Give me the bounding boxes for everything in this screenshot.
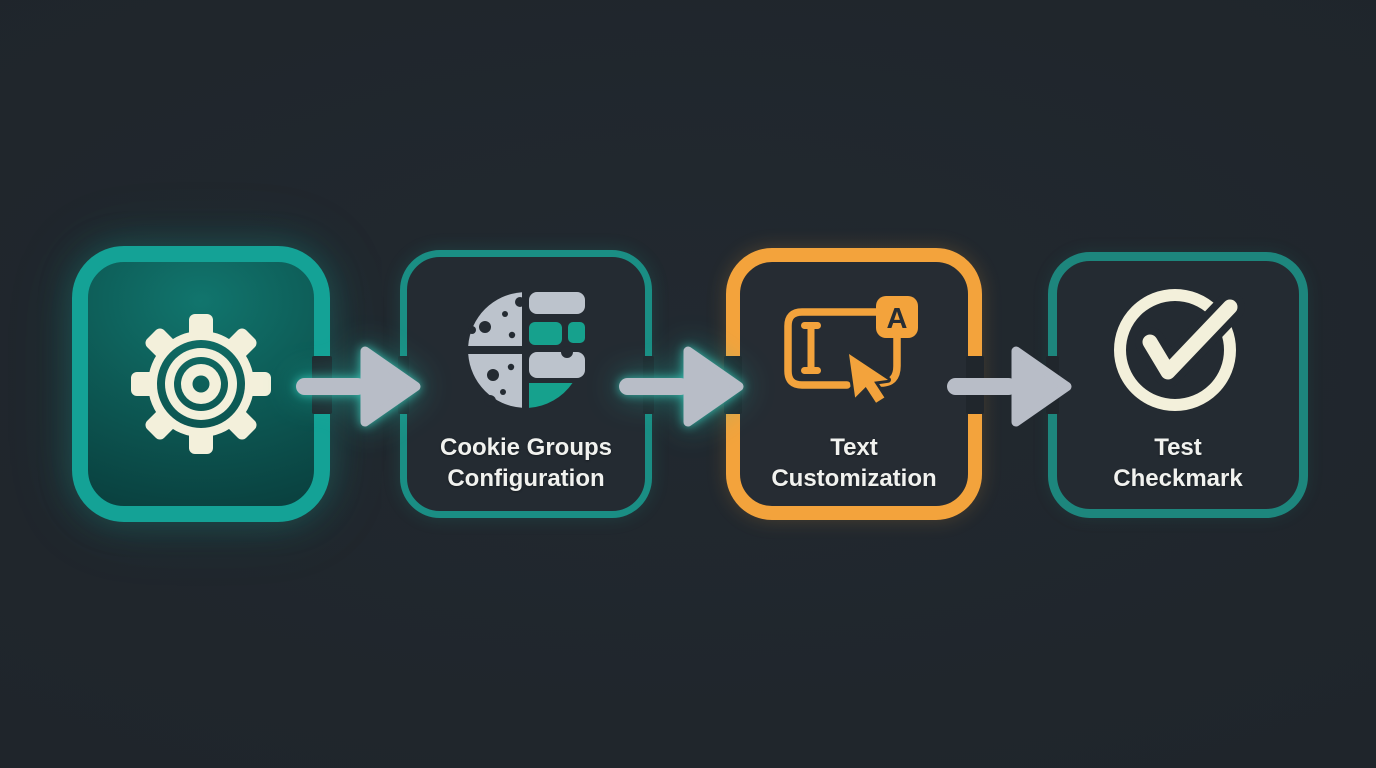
check-circle-icon	[1114, 289, 1245, 411]
badge-letter-a: A	[887, 303, 908, 335]
text-select-cursor-icon: A	[784, 296, 918, 406]
gear-icon	[126, 309, 276, 459]
pointer-cursor-icon	[846, 351, 891, 406]
arrow-right-icon	[947, 346, 1072, 427]
step-box-text-customization: A Text Customization	[726, 248, 982, 520]
cookie-segments-icon	[468, 292, 585, 408]
step-box-settings	[72, 246, 330, 522]
step-box-cookie-groups: Cookie Groups Configuration	[400, 250, 652, 518]
label-line: Test	[1154, 434, 1202, 461]
step-label-test-checkmark: Test Checkmark	[1057, 432, 1299, 494]
step-label-text-customization: Text Customization	[740, 432, 968, 494]
label-line: Checkmark	[1113, 465, 1243, 492]
step-box-test-checkmark: Test Checkmark	[1048, 252, 1308, 518]
arrow-right-icon	[619, 346, 744, 427]
letter-badge	[876, 296, 918, 338]
label-line: Customization	[771, 465, 937, 492]
label-line: Cookie Groups	[439, 434, 613, 461]
label-line: Configuration	[447, 465, 605, 492]
arrow-right-icon	[296, 346, 421, 427]
label-line: Text	[830, 434, 878, 461]
i-beam-cursor	[801, 322, 821, 374]
step-label-cookie-groups: Cookie Groups Configuration	[407, 432, 645, 494]
